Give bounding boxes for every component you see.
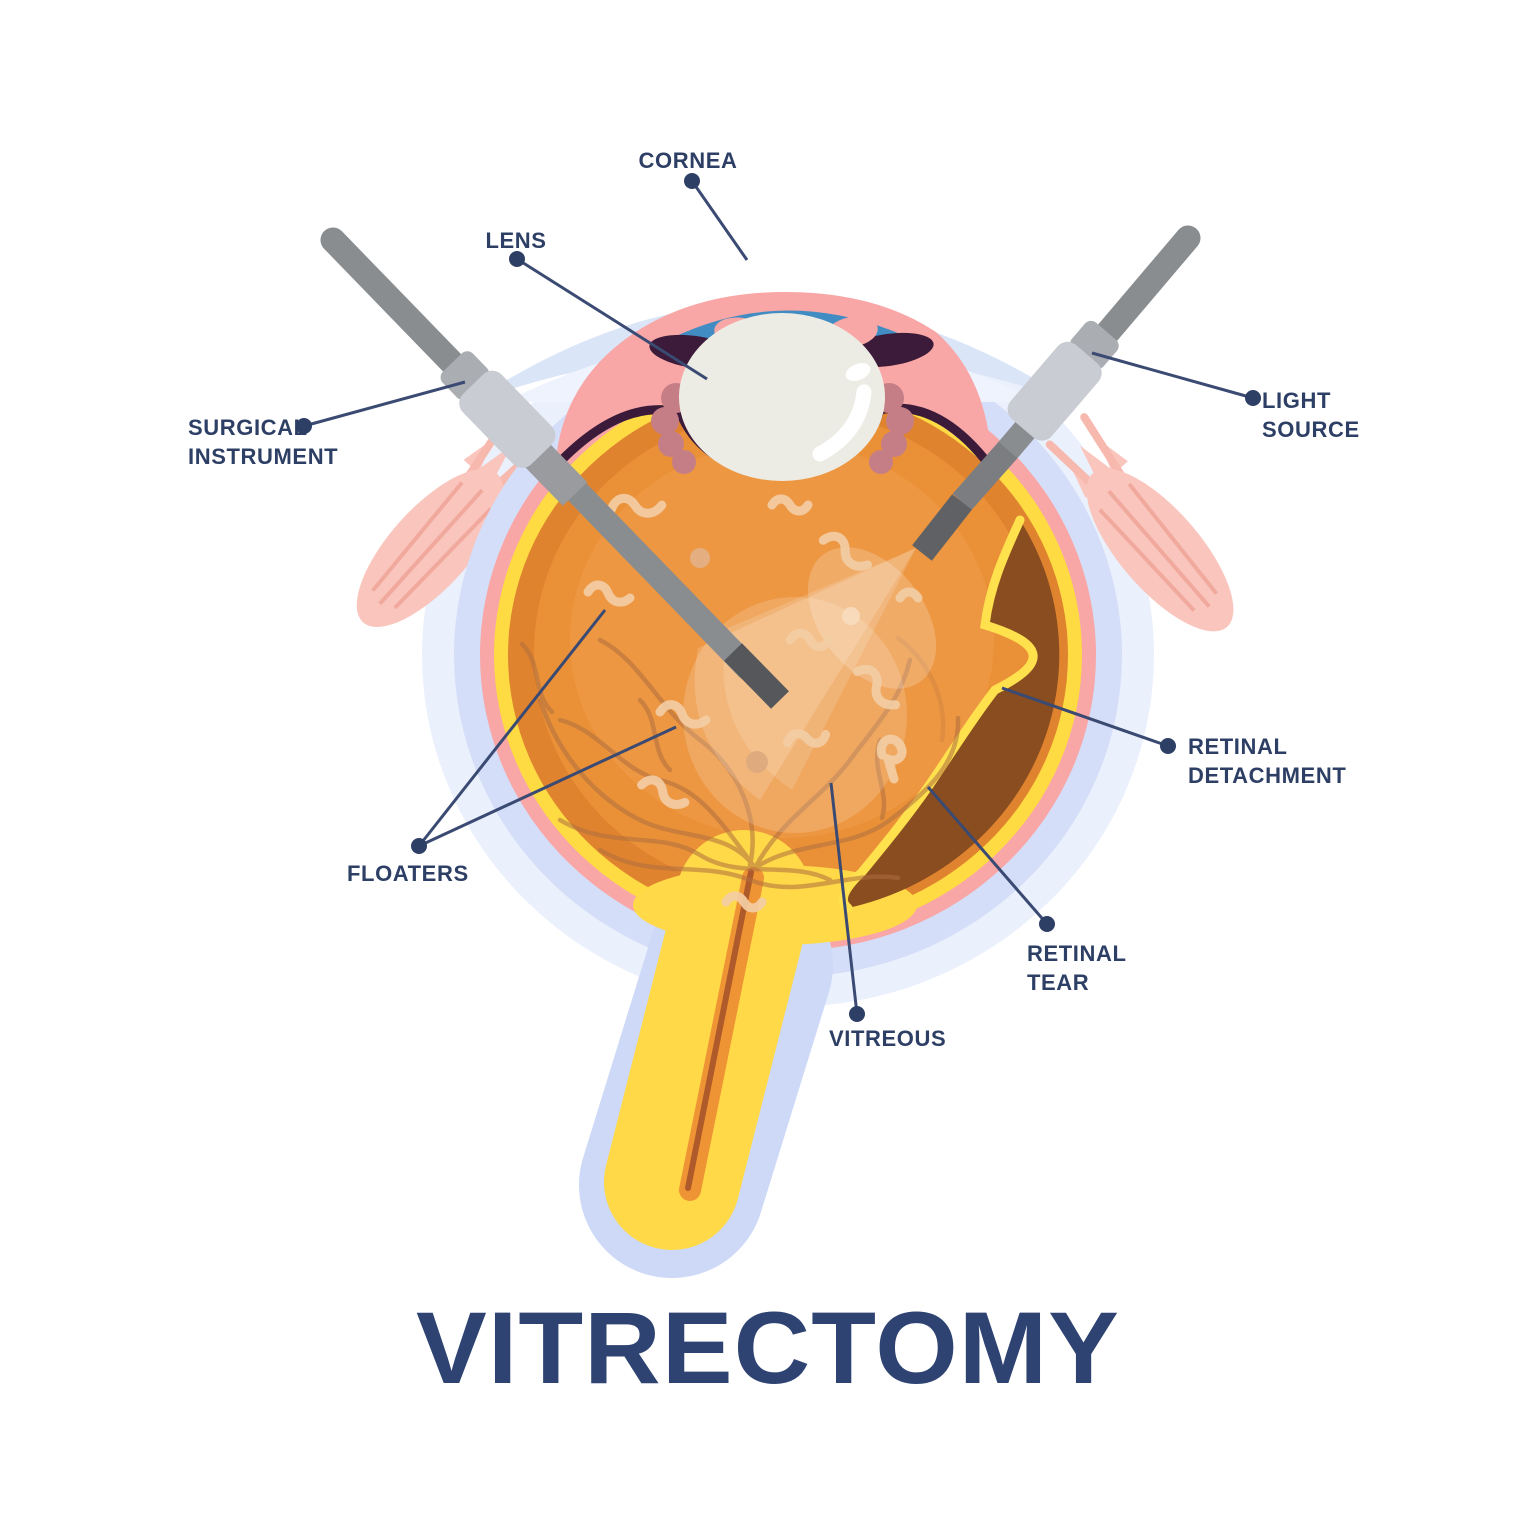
label-lens: LENS (485, 228, 547, 253)
page-title: VITRECTOMY (416, 1291, 1120, 1405)
ciliary-scallops (651, 383, 914, 474)
leader-lens (516, 257, 708, 381)
label-retinal-detachment: RETINAL DETACHMENT (1188, 734, 1347, 789)
leader-retinal-detachment (1001, 686, 1169, 748)
label-retinal-tear: RETINAL TEAR (1027, 941, 1127, 996)
light-source-shape (912, 225, 1201, 561)
lens-shape (679, 313, 885, 481)
leader-floaters-2 (418, 725, 677, 848)
leader-cornea (690, 180, 749, 261)
cornea-shape (472, 302, 1072, 402)
retinal-detachment-shape (839, 515, 1060, 913)
label-light-source: LIGHT SOURCE (1262, 388, 1360, 443)
leader-surgical-instrument (303, 380, 466, 428)
label-vitreous: VITREOUS (829, 1026, 947, 1051)
leader-dots (296, 173, 1261, 1022)
leader-light-source (1091, 351, 1254, 400)
label-floaters: FLOATERS (347, 861, 469, 886)
label-surgical-instrument: SURGICAL INSTRUMENT (188, 415, 339, 470)
label-cornea: CORNEA (638, 148, 738, 173)
anterior-segment (472, 286, 1072, 481)
leader-lines (303, 180, 1254, 1015)
detached-retina-edge (839, 515, 1038, 913)
leader-vitreous (829, 782, 859, 1015)
eye-muscle-right (1045, 413, 1234, 632)
leader-floaters-1 (417, 609, 607, 847)
surgical-instrument-shape (320, 227, 789, 709)
retinal-vessels (519, 635, 961, 890)
leader-retinal-tear (926, 786, 1049, 925)
floater-dots (690, 548, 860, 773)
trocar-left (440, 351, 556, 468)
